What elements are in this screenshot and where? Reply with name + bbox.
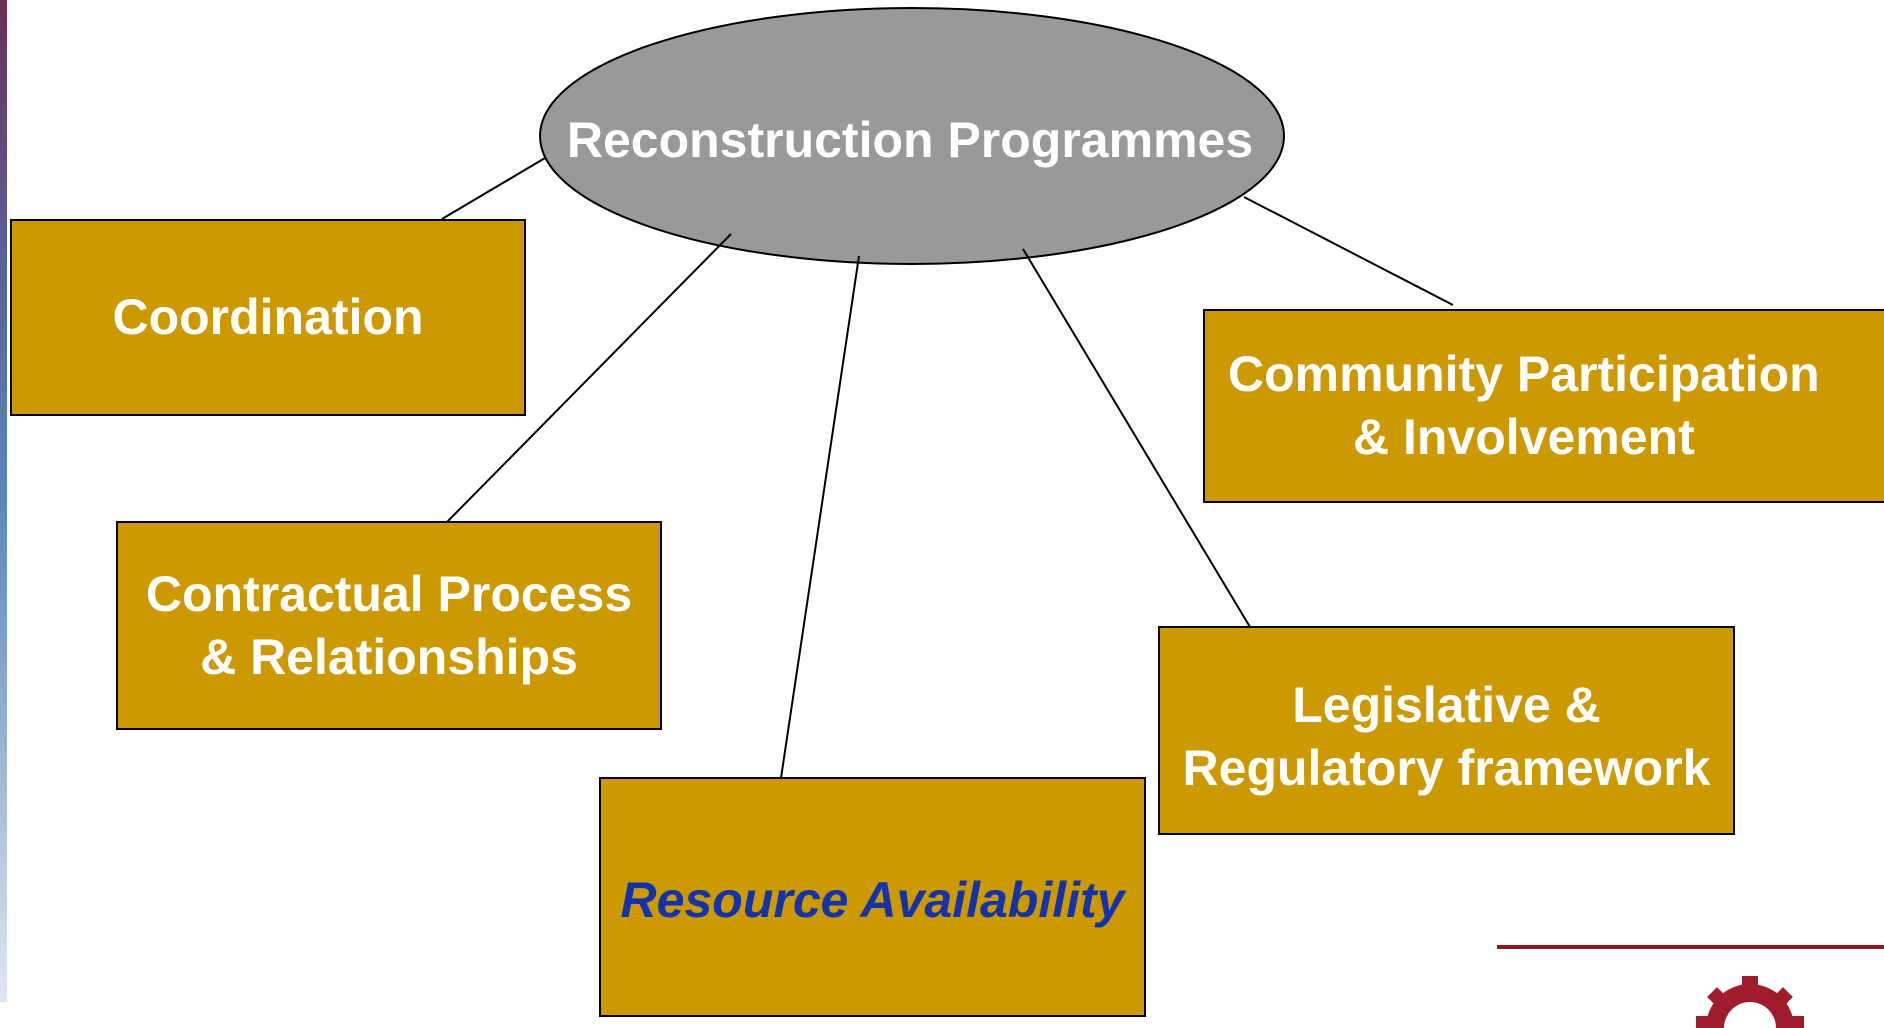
node-legislative-framework: Legislative & Regulatory framework — [1158, 626, 1735, 835]
footer-accent-rule — [1497, 945, 1884, 949]
hub-label: Reconstruction Programmes — [566, 112, 1254, 168]
connector-resource — [780, 255, 860, 779]
connector-legislative — [1022, 248, 1251, 628]
connector-contractual — [446, 233, 732, 523]
connector-coordination — [441, 157, 546, 220]
node-resource-availability: Resource Availability — [599, 777, 1146, 1017]
gear-logo-icon — [1696, 976, 1804, 1028]
node-coordination: Coordination — [10, 219, 526, 416]
gear-logo-shape — [1696, 976, 1804, 1028]
hub-ellipse — [539, 7, 1285, 265]
connector-lines — [441, 7, 1454, 779]
node-contractual-process: Contractual Process & Relationships — [116, 521, 662, 730]
left-gradient-strip — [0, 0, 7, 1002]
connector-community — [1243, 196, 1454, 306]
node-community-participation: Community Participation & Involvement — [1203, 309, 1884, 503]
